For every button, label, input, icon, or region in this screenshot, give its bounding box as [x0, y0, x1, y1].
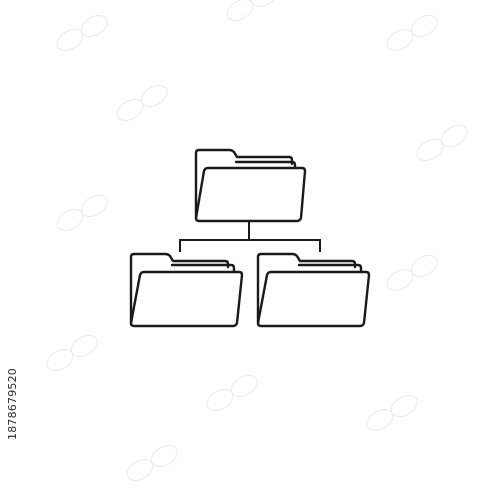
parent-folder-icon [194, 148, 307, 223]
child-folder-left-icon [129, 252, 244, 328]
child-folder-right-icon [256, 252, 371, 328]
hierarchy-connector [179, 221, 321, 252]
watermark [46, 0, 468, 481]
